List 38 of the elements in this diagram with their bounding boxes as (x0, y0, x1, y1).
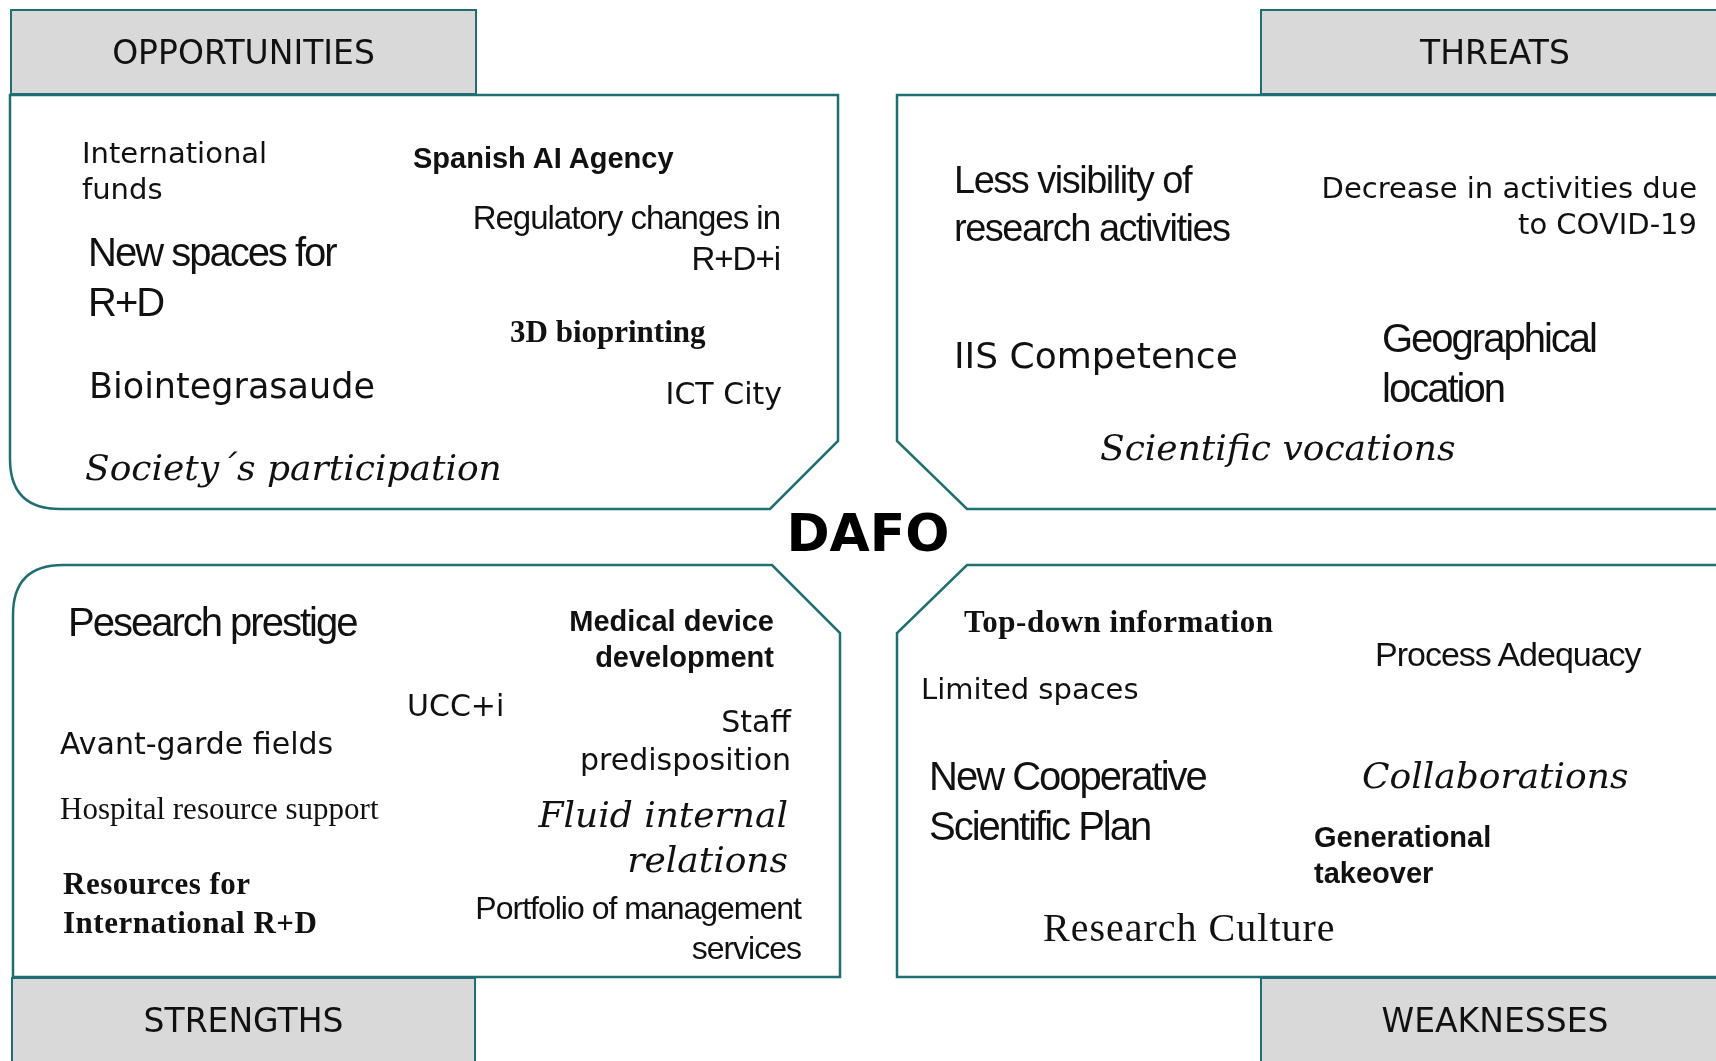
swot-item: Resources for International R+D (63, 865, 319, 942)
swot-item: Biointegrasaude (89, 365, 376, 408)
swot-item: New Cooperative Scientific Plan (929, 753, 1207, 850)
swot-item: Staff predisposition (579, 703, 791, 778)
quadrant-panel (897, 565, 1716, 977)
swot-item: Top-down information (964, 603, 1275, 641)
swot-item: Fluid internal relations (537, 793, 788, 882)
quadrant-header: STRENGTHS (11, 977, 476, 1061)
quadrant-header: WEAKNESSES (1260, 977, 1716, 1061)
swot-item: Medical device development (568, 604, 774, 676)
swot-item: Avant-garde fields (60, 725, 335, 763)
quadrant-panel (10, 95, 838, 510)
swot-item: UCC+i (407, 687, 506, 725)
swot-item: Decrease in activities due to COVID-19 (1320, 170, 1697, 243)
quadrant-panel (13, 565, 840, 977)
swot-item: Spanish AI Agency (413, 141, 675, 176)
swot-item: Collaborations (1362, 754, 1630, 798)
swot-item: International funds (82, 135, 269, 208)
quadrant-header: OPPORTUNITIES (10, 9, 477, 95)
swot-item: Portfolio of management services (474, 889, 801, 968)
swot-item: Generational takeover (1314, 820, 1493, 892)
diagram-title: DAFO (785, 503, 951, 563)
swot-item: Process Adequacy (1375, 634, 1643, 675)
swot-item: Regulatory changes in R+D+i (471, 198, 780, 280)
swot-item: Pesearch prestige (68, 599, 358, 646)
swot-item: Less visibility of research activities (954, 158, 1231, 251)
swot-item: IIS Competence (954, 334, 1239, 378)
swot-item: Research Culture (1043, 904, 1337, 952)
swot-item: ICT City (664, 375, 782, 413)
swot-item: New spaces for R+D (88, 229, 338, 326)
swot-item: Limited spaces (921, 671, 1140, 708)
swot-item: Society´s participation (85, 446, 503, 490)
quadrant-panel (897, 95, 1716, 510)
swot-item: 3D bioprinting (510, 313, 707, 351)
swot-item: Hospital resource support (60, 790, 380, 828)
swot-item: Scientific vocations (1100, 426, 1457, 470)
swot-item: Geographical location (1382, 315, 1597, 412)
quadrant-header: THREATS (1260, 9, 1716, 95)
